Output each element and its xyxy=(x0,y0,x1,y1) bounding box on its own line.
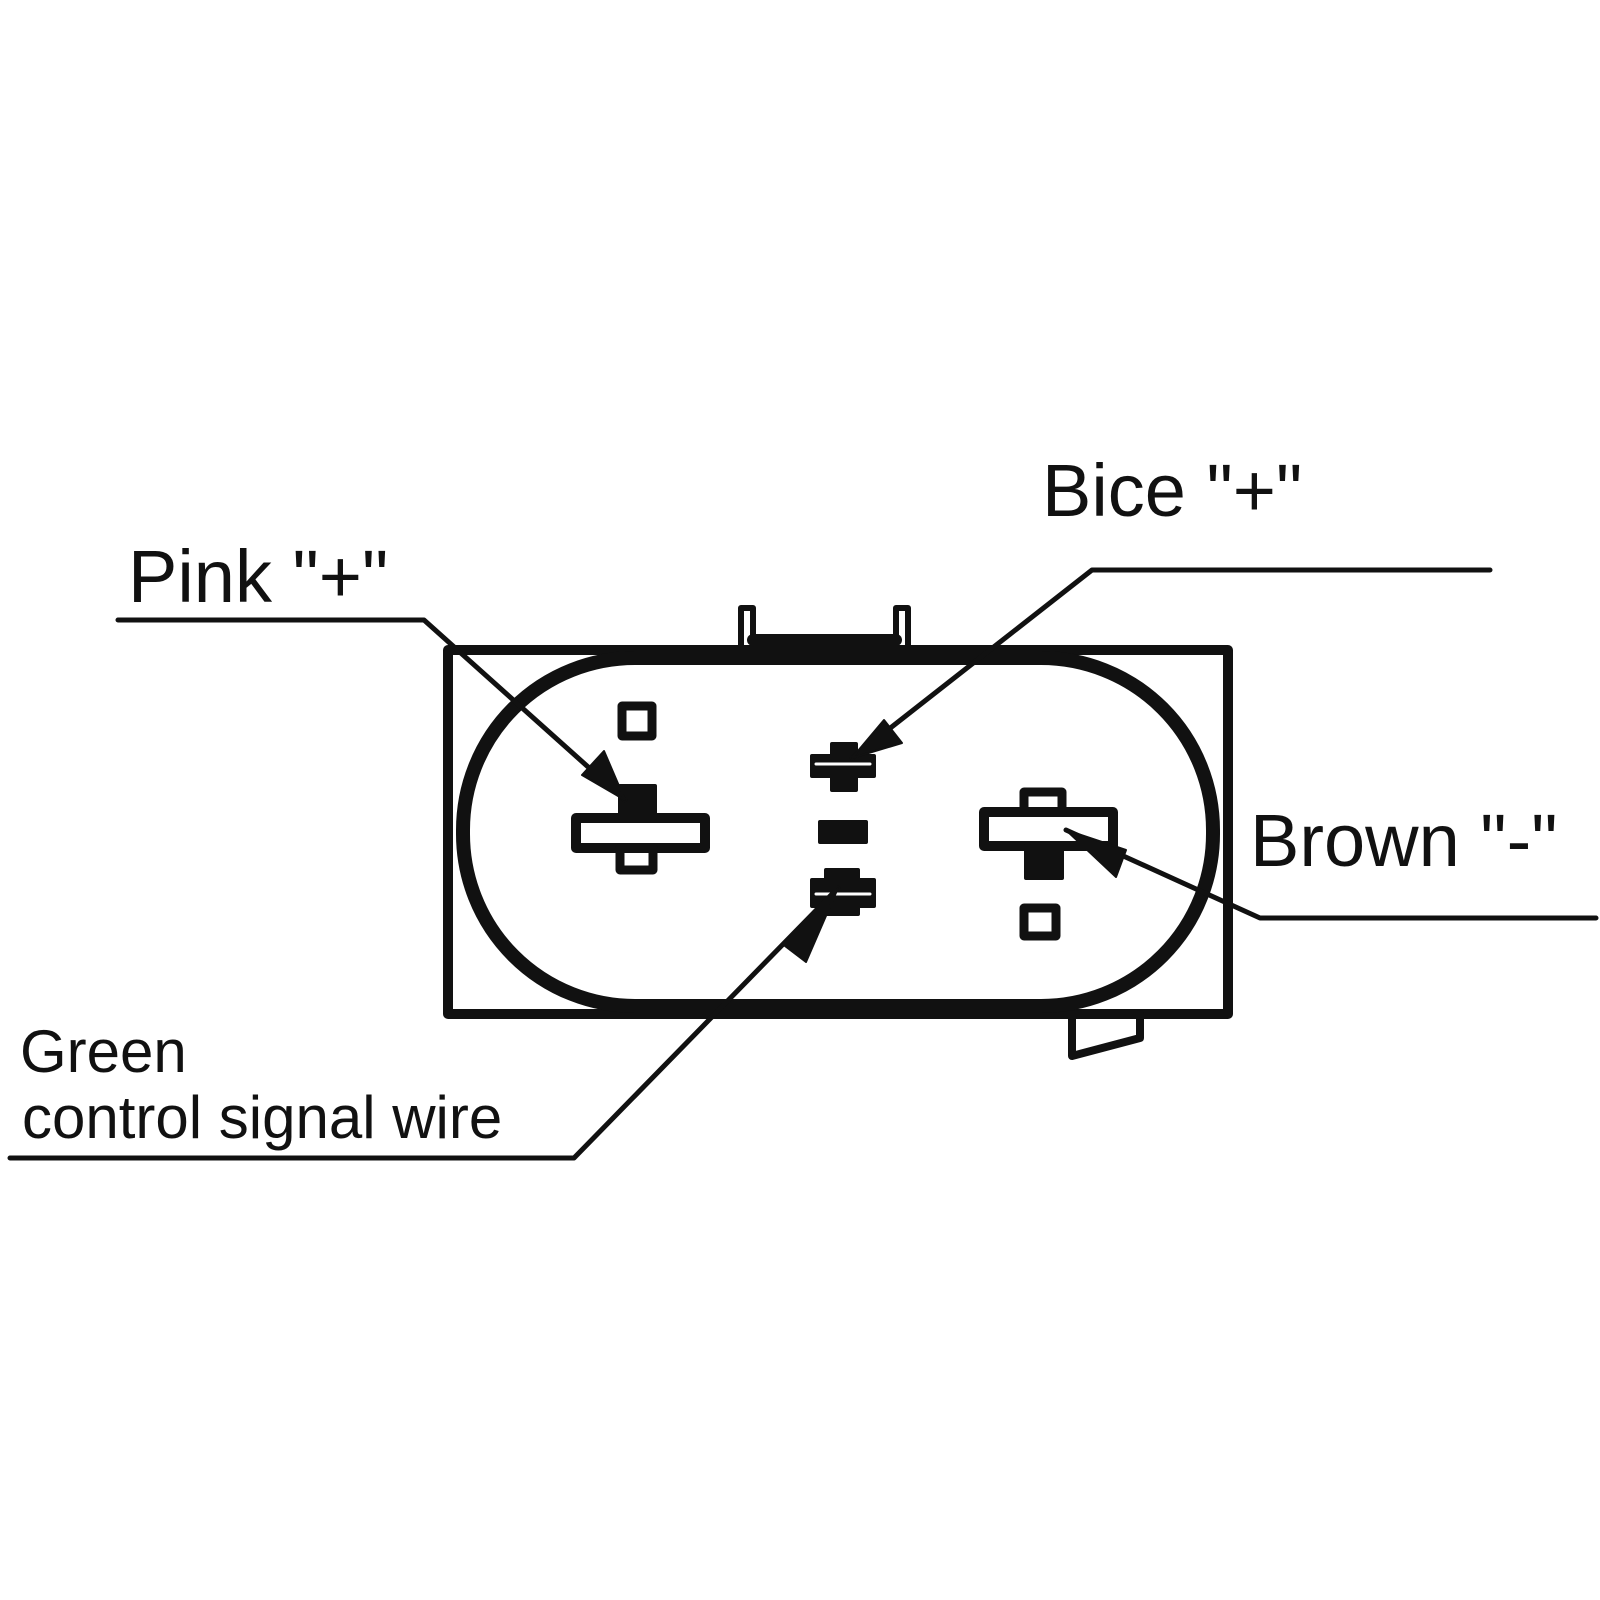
terminal-pink xyxy=(571,784,710,875)
connector-housing xyxy=(443,645,1233,1019)
pin-square-top-left xyxy=(617,701,657,741)
leader-pink xyxy=(115,617,628,803)
leader-bice xyxy=(849,567,1493,761)
terminal-brown xyxy=(979,787,1118,880)
center-small-contact xyxy=(818,820,868,844)
label-green-line1: Green xyxy=(20,1018,187,1085)
label-green-line2: control signal wire xyxy=(22,1084,502,1151)
arrow-bice-icon xyxy=(851,719,903,759)
terminal-bice xyxy=(810,742,876,792)
pin-square-bottom-right xyxy=(1019,903,1061,941)
label-pink: Pink "+" xyxy=(128,535,388,618)
connector-oval xyxy=(456,651,1220,1013)
label-brown: Brown "-" xyxy=(1250,799,1558,882)
leader-brown xyxy=(1063,827,1599,921)
arrow-pink-icon xyxy=(581,750,626,801)
bottom-clip xyxy=(1068,1010,1144,1060)
arrow-green-icon xyxy=(784,887,839,963)
leader-green xyxy=(7,885,841,1161)
label-bice: Bice "+" xyxy=(1042,449,1302,532)
terminal-green xyxy=(810,868,876,916)
arrow-brown-icon xyxy=(1065,829,1127,878)
leader-lines xyxy=(7,567,1599,1161)
arrowheads xyxy=(581,719,1127,963)
